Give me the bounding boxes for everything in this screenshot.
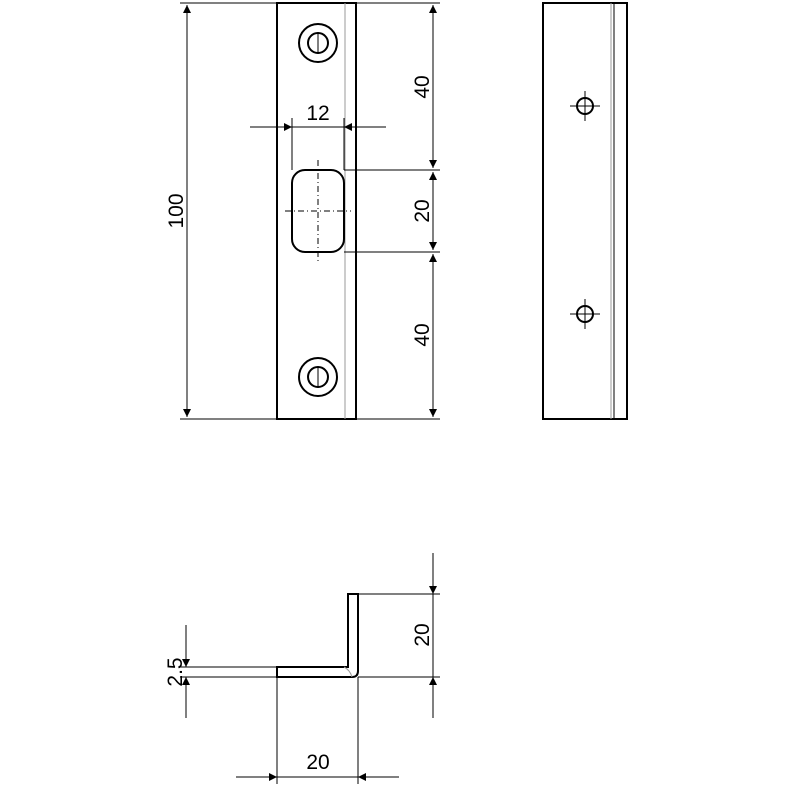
dim-right-chain: 40 20 40 [344, 2, 440, 420]
side-view [542, 2, 628, 420]
dim-thickness: 2.5 [164, 625, 277, 718]
front-view: 100 12 40 20 40 [165, 2, 440, 420]
latch-slot [285, 160, 351, 262]
screw-hole-upper [298, 23, 338, 63]
overall-height-label: 100 [165, 193, 188, 228]
plate-outline [276, 2, 357, 420]
dim-slot-width: 12 [250, 102, 386, 170]
upper-spacing-label: 40 [411, 75, 434, 98]
bend-radius [343, 666, 353, 678]
slot-height-label: 20 [411, 199, 434, 222]
lower-spacing-label: 40 [411, 323, 434, 346]
flange-height-label: 20 [411, 623, 434, 646]
dim-overall-height: 100 [165, 2, 277, 420]
slot-width-label: 12 [306, 102, 329, 125]
thickness-label: 2.5 [164, 657, 187, 686]
side-hole-upper [570, 91, 600, 121]
base-width-label: 20 [306, 751, 329, 774]
side-hole-lower [570, 299, 600, 329]
bottom-view: 2.5 20 20 [164, 553, 440, 784]
angle-profile [276, 593, 359, 678]
flange-outline [542, 2, 628, 420]
dim-flange-height: 20 [358, 553, 440, 718]
screw-hole-lower [298, 357, 338, 397]
dim-base-width: 20 [236, 677, 399, 784]
